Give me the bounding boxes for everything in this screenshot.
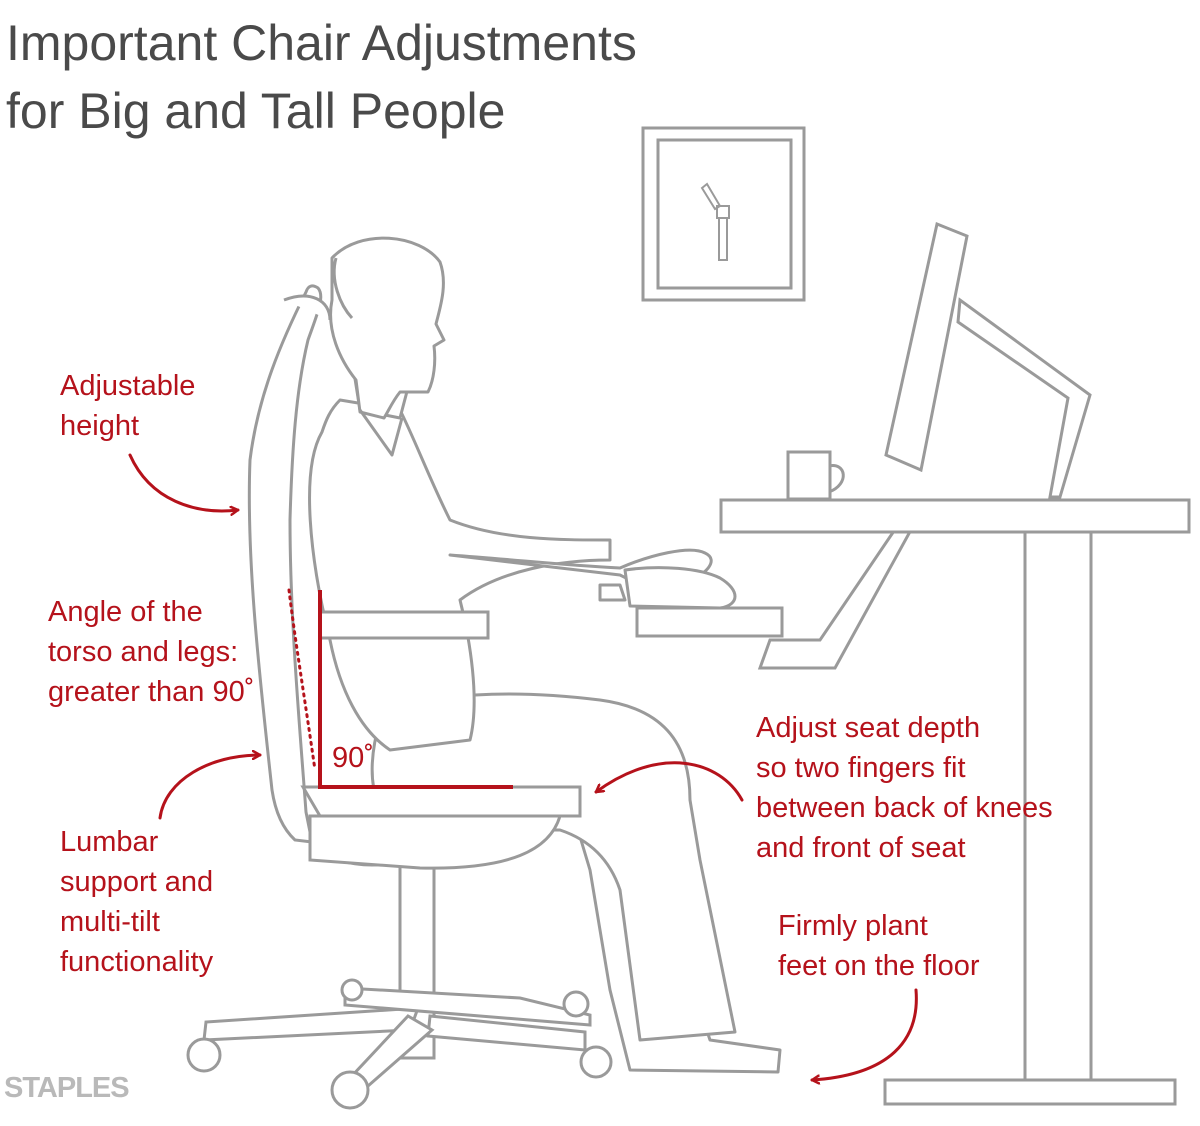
callout-line: between back of knees	[756, 792, 1053, 824]
callout-line: greater than 90˚	[48, 676, 255, 708]
callout-line: height	[60, 410, 140, 442]
feet-arrow	[810, 988, 918, 1080]
staples-logo: STAPLES	[4, 1072, 130, 1104]
callout-angle: Angle of the torso and legs: greater tha…	[48, 592, 254, 712]
callout-line: feet on the floor	[778, 950, 980, 982]
chair-seat	[300, 606, 784, 870]
callout-line: Angle of the	[48, 596, 203, 628]
seat-depth-arrow	[594, 761, 744, 802]
callout-adjustable-height: Adjustable height	[60, 366, 195, 446]
callout-feet: Firmly plant feet on the floor	[778, 906, 980, 986]
callout-arrows	[128, 453, 918, 1080]
coffee-mug	[786, 450, 845, 501]
callout-line: Adjustable	[60, 370, 196, 402]
monitor	[884, 221, 969, 473]
angle-90-label: 90˚	[332, 742, 374, 774]
angle-indicator	[287, 588, 513, 789]
page-title-line-1: Important Chair Adjustments	[6, 15, 637, 71]
callout-lumbar: Lumbar support and multi-tilt functional…	[60, 822, 213, 982]
callout-line: and front of seat	[756, 832, 966, 864]
wall-picture	[641, 126, 806, 302]
callout-line: Lumbar	[60, 826, 159, 858]
seated-person	[308, 236, 782, 1074]
page-title-line-2: for Big and Tall People	[6, 83, 506, 139]
height-arrow	[128, 453, 240, 511]
lumbar-arrow	[158, 755, 262, 820]
callout-seat-depth: Adjust seat depth so two fingers fit bet…	[756, 708, 1053, 868]
callout-line: so two fingers fit	[756, 752, 966, 784]
callout-line: support and	[60, 866, 214, 898]
callout-line: Firmly plant	[778, 910, 928, 942]
callout-line: multi-tilt	[60, 906, 160, 938]
desk	[719, 297, 1191, 1106]
chair-base	[186, 838, 613, 1110]
callout-line: Adjust seat depth	[756, 712, 981, 744]
callout-line: torso and legs:	[48, 636, 239, 668]
callout-line: functionality	[60, 946, 214, 978]
